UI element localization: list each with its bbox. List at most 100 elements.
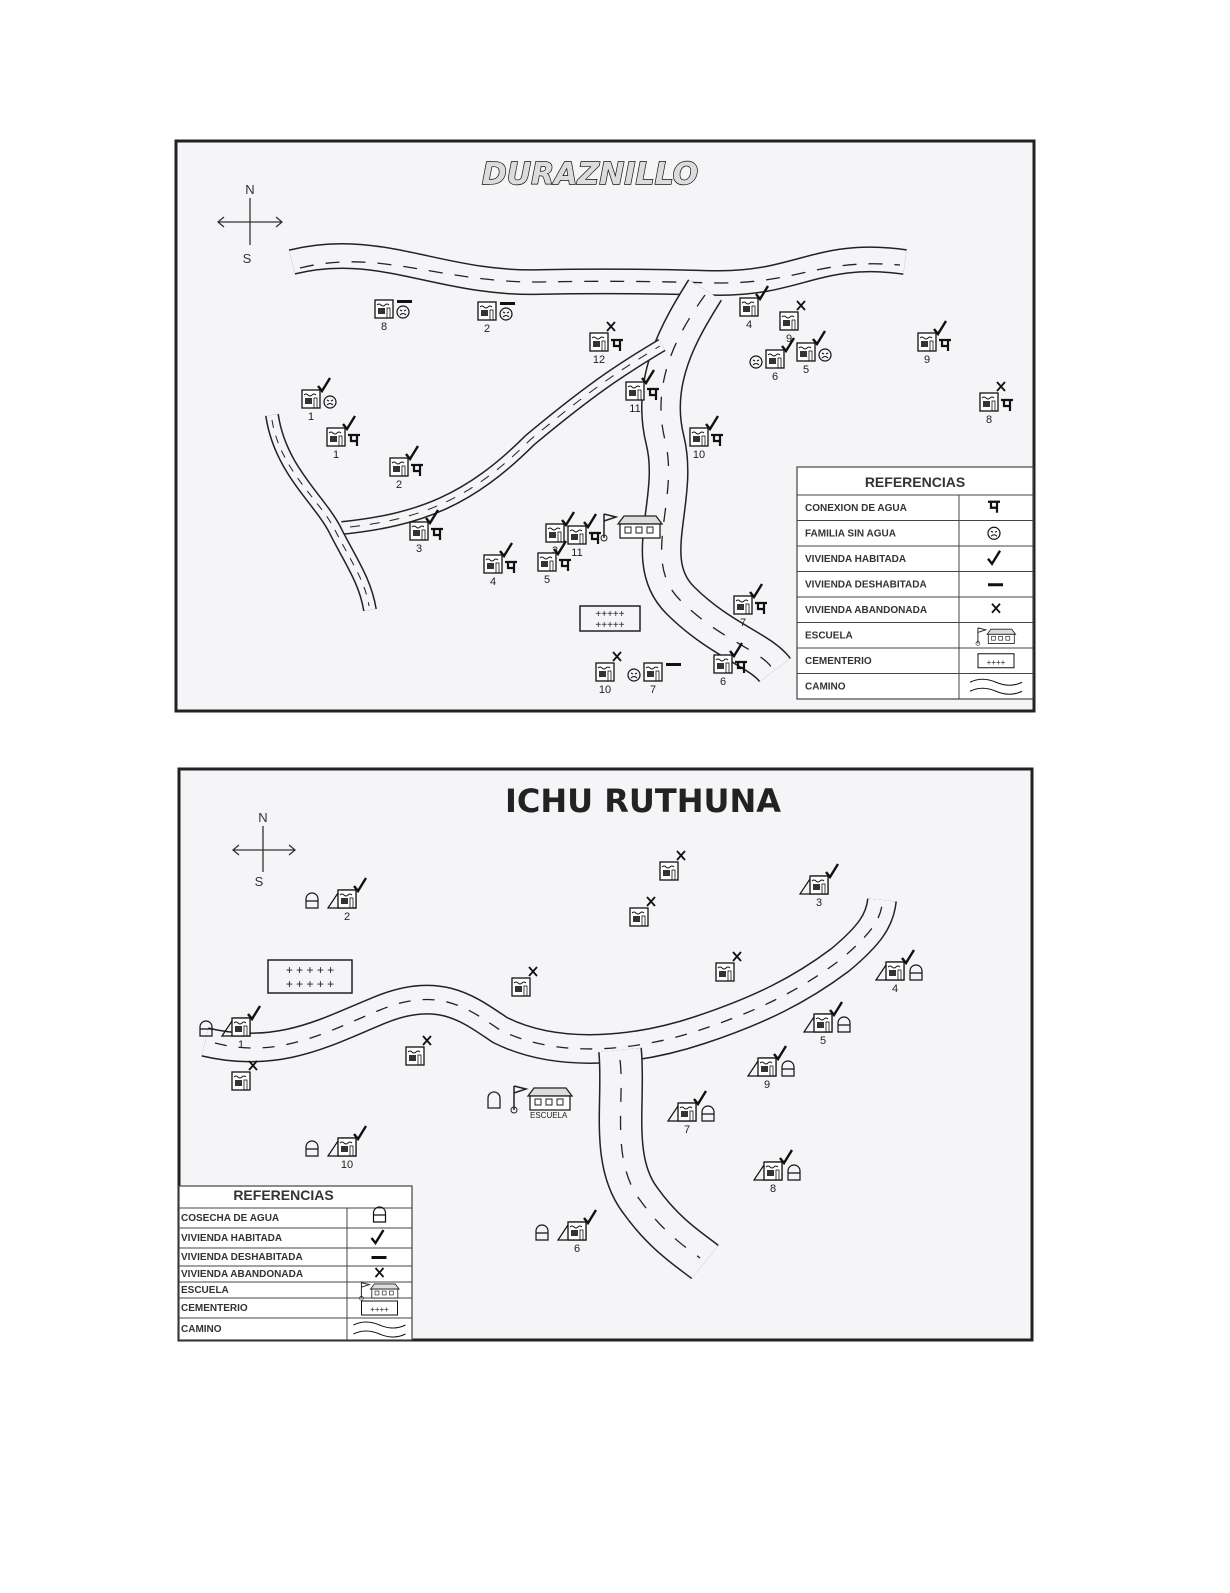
school-label: ESCUELA — [530, 1111, 568, 1120]
legend-item: FAMILIA SIN AGUA — [805, 526, 1001, 540]
check-icon — [353, 877, 368, 894]
x-icon — [796, 300, 806, 311]
legend-item: CEMENTERIO++++ — [181, 1300, 398, 1316]
house-number: 10 — [693, 449, 705, 461]
legend-title: REFERENCIAS — [233, 1187, 333, 1203]
house-marker: 12 — [589, 321, 623, 366]
house-marker: 4 — [483, 542, 517, 588]
house-marker — [511, 966, 538, 997]
water-connection-icon — [348, 433, 360, 446]
house-marker: 9 — [779, 300, 806, 345]
x-icon — [612, 651, 622, 662]
house-number: 9 — [924, 354, 930, 366]
legend-item: CEMENTERIO++++ — [805, 653, 1015, 669]
compass-south: S — [243, 251, 252, 266]
school — [487, 1085, 573, 1114]
legend-label: ESCUELA — [805, 630, 853, 641]
check-icon — [749, 583, 764, 600]
svg-text:+ + + + +: + + + + + — [286, 963, 334, 977]
x-icon — [732, 951, 742, 962]
no-water-face-icon — [627, 668, 641, 682]
check-icon — [693, 1090, 708, 1107]
check-icon — [729, 642, 744, 659]
house-marker: 4 — [739, 285, 770, 331]
house-marker: 11 — [625, 369, 659, 415]
legend-label: VIVIENDA ABANDONADA — [805, 605, 927, 616]
house-icon — [567, 525, 587, 545]
water-harvest-icon — [305, 1140, 319, 1157]
check-icon — [353, 1125, 368, 1142]
water-connection-icon — [647, 387, 659, 400]
legend-label: VIVIENDA DESHABITADA — [181, 1252, 303, 1263]
house-marker — [715, 951, 742, 982]
house-number: 6 — [574, 1243, 580, 1255]
road-icon — [353, 1321, 406, 1338]
x-icon — [996, 381, 1006, 392]
house-number: 8 — [986, 414, 992, 426]
svg-text:++++: ++++ — [987, 658, 1006, 667]
legend-label: CEMENTERIO — [181, 1303, 248, 1314]
legend-item: COSECHA DE AGUA — [181, 1206, 387, 1224]
house-icon — [643, 662, 663, 682]
house-number: 8 — [770, 1183, 776, 1195]
house-icon — [629, 907, 649, 927]
house-number: 11 — [629, 403, 640, 415]
house-marker: 1 — [326, 415, 360, 461]
water-harvest-icon — [909, 964, 923, 981]
house-icon — [917, 332, 937, 352]
house-marker: 9 — [746, 1045, 795, 1091]
water-harvest-icon — [305, 892, 319, 909]
house-marker: 10 — [595, 651, 622, 696]
legend-item: CAMINO — [805, 678, 1023, 695]
house-marker: 5 — [802, 1001, 851, 1047]
house-marker: 1 — [199, 1005, 262, 1051]
legend-item: VIVIENDA ABANDONADA — [181, 1267, 385, 1280]
house-number: 7 — [684, 1124, 690, 1136]
house-number: 5 — [544, 574, 550, 586]
house-number: 2 — [396, 479, 402, 491]
house-number: 3 — [816, 897, 822, 909]
legend-label: CAMINO — [181, 1324, 222, 1335]
house-icon — [715, 962, 735, 982]
house-icon — [752, 1161, 783, 1181]
house-number: 6 — [772, 371, 778, 383]
legend-item: VIVIENDA ABANDONADA — [805, 603, 1001, 616]
house-icon — [798, 875, 829, 895]
house-number: 11 — [571, 547, 582, 559]
house-marker — [629, 896, 656, 927]
check-icon — [779, 1149, 794, 1166]
house-marker — [405, 1035, 432, 1066]
house-marker: 8 — [374, 299, 412, 333]
house-marker: 9 — [917, 320, 951, 366]
house-icon — [389, 457, 409, 477]
check-icon — [781, 337, 796, 354]
legend-item: ESCUELA — [181, 1282, 400, 1301]
dash-icon — [397, 300, 412, 303]
water-harvest-icon — [787, 1164, 801, 1181]
house-icon — [739, 297, 759, 317]
house-marker: 2 — [305, 877, 368, 923]
compass-icon — [231, 826, 297, 872]
compass-south: S — [255, 874, 264, 889]
water-connection-icon — [431, 527, 443, 540]
roads — [265, 242, 907, 684]
dash-icon — [371, 1256, 387, 1259]
check-icon — [773, 1045, 788, 1062]
check-icon — [825, 863, 840, 880]
house-marker: 7 — [733, 583, 767, 629]
check-icon — [405, 445, 420, 462]
house-icon — [746, 1057, 777, 1077]
x-icon — [606, 321, 616, 332]
house-icon — [802, 1013, 833, 1033]
compass-north: N — [245, 182, 254, 197]
no-water-face-icon — [323, 395, 337, 409]
no-water-face-icon — [749, 355, 763, 369]
house-marker: 2 — [389, 445, 423, 491]
road-diagonal — [341, 338, 666, 535]
water-connection-icon — [411, 463, 423, 476]
house-marker: 2 — [477, 301, 515, 335]
legend-label: ESCUELA — [181, 1285, 229, 1296]
